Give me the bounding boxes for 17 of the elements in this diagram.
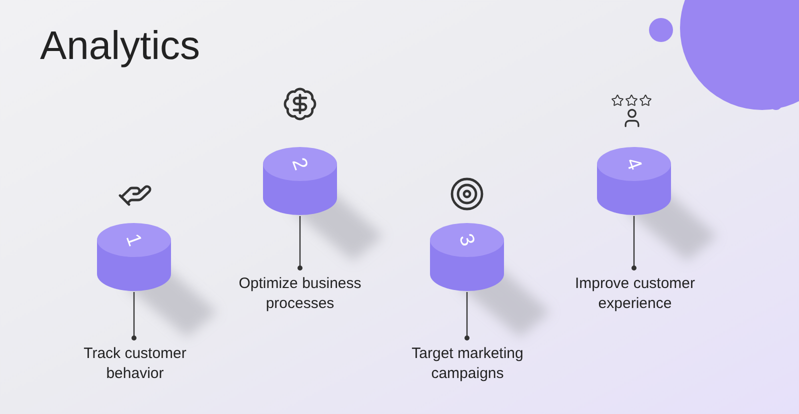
- leader-line: [464, 292, 470, 340]
- step-number: 1: [122, 231, 146, 249]
- title: Analytics: [40, 26, 200, 66]
- number-cylinder: [430, 222, 504, 292]
- leader-line: [632, 216, 636, 270]
- step-label: Optimize business processes: [238, 274, 362, 314]
- step-label: Improve customer experience: [574, 274, 696, 314]
- step-label: Target marketing campaigns: [410, 344, 524, 384]
- step-number: 4: [622, 155, 646, 173]
- step-number: 2: [288, 155, 312, 173]
- number-cylinder: [97, 222, 171, 292]
- number-cylinder: [263, 146, 337, 216]
- step-number: 3: [456, 231, 478, 249]
- number-cylinder: [597, 146, 671, 216]
- leader-line: [298, 216, 302, 270]
- leader-line: [132, 292, 136, 340]
- step-label: Track customer behavior: [82, 344, 188, 384]
